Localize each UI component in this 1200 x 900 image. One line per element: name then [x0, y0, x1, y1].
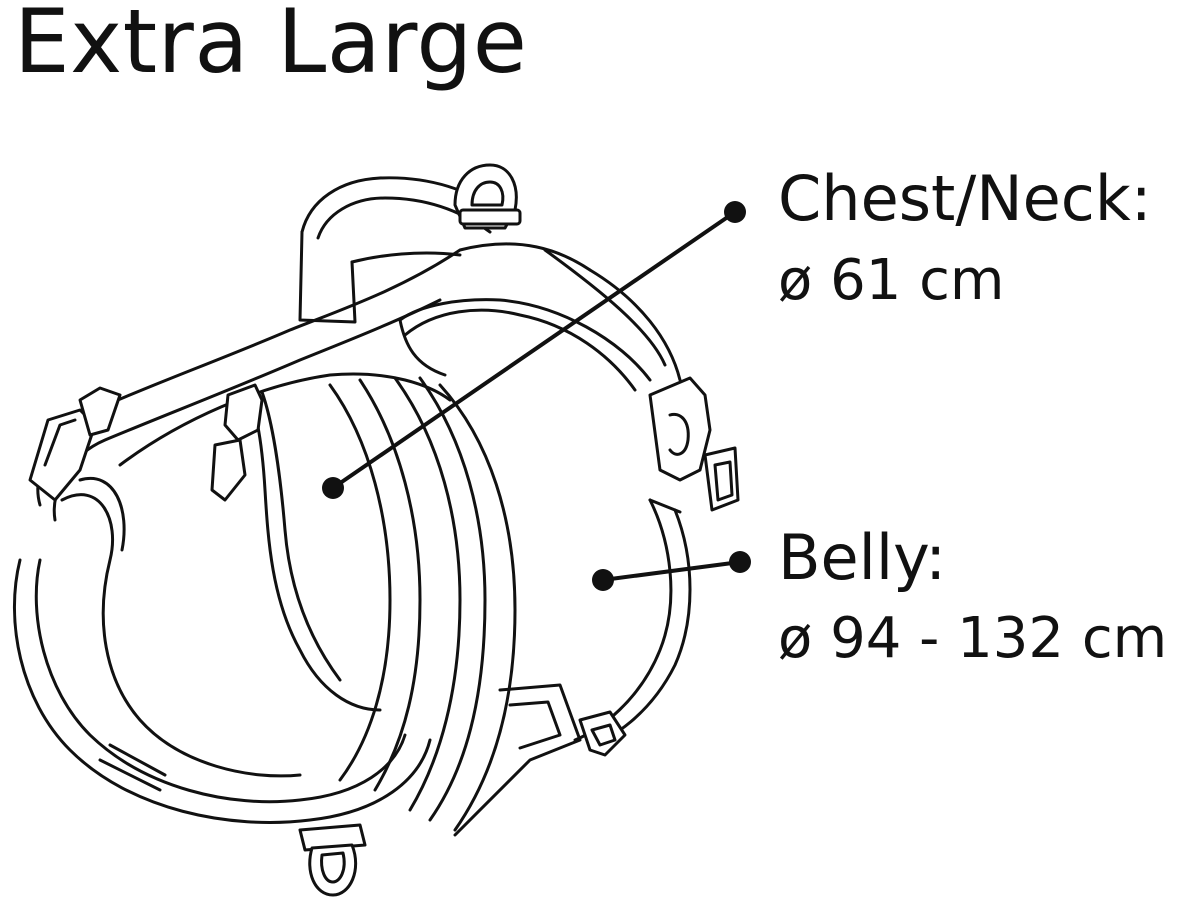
chest-neck-marker-end	[724, 201, 746, 223]
belly-strap	[453, 683, 627, 837]
chest-neck-label: Chest/Neck:	[778, 162, 1152, 235]
belly-marker-start	[592, 569, 614, 591]
bottom-d-ring	[298, 823, 367, 897]
chest-neck-leader	[322, 201, 746, 499]
front-opening	[12, 476, 432, 824]
page-title: Extra Large	[14, 0, 528, 93]
chest-neck-marker-start	[322, 477, 344, 499]
back-panel	[398, 298, 692, 747]
top-d-ring	[453, 163, 522, 230]
belly-marker-end	[729, 551, 751, 573]
neck-strap	[36, 242, 682, 522]
side-bands	[328, 376, 517, 832]
belly-leader	[592, 551, 751, 591]
left-buckle	[28, 386, 122, 502]
chest-neck-value: ø 61 cm	[778, 248, 1005, 313]
chest-plate	[118, 372, 452, 712]
belly-label: Belly:	[778, 521, 947, 594]
belly-value: ø 94 - 132 cm	[778, 606, 1168, 671]
right-buckle	[648, 376, 740, 512]
